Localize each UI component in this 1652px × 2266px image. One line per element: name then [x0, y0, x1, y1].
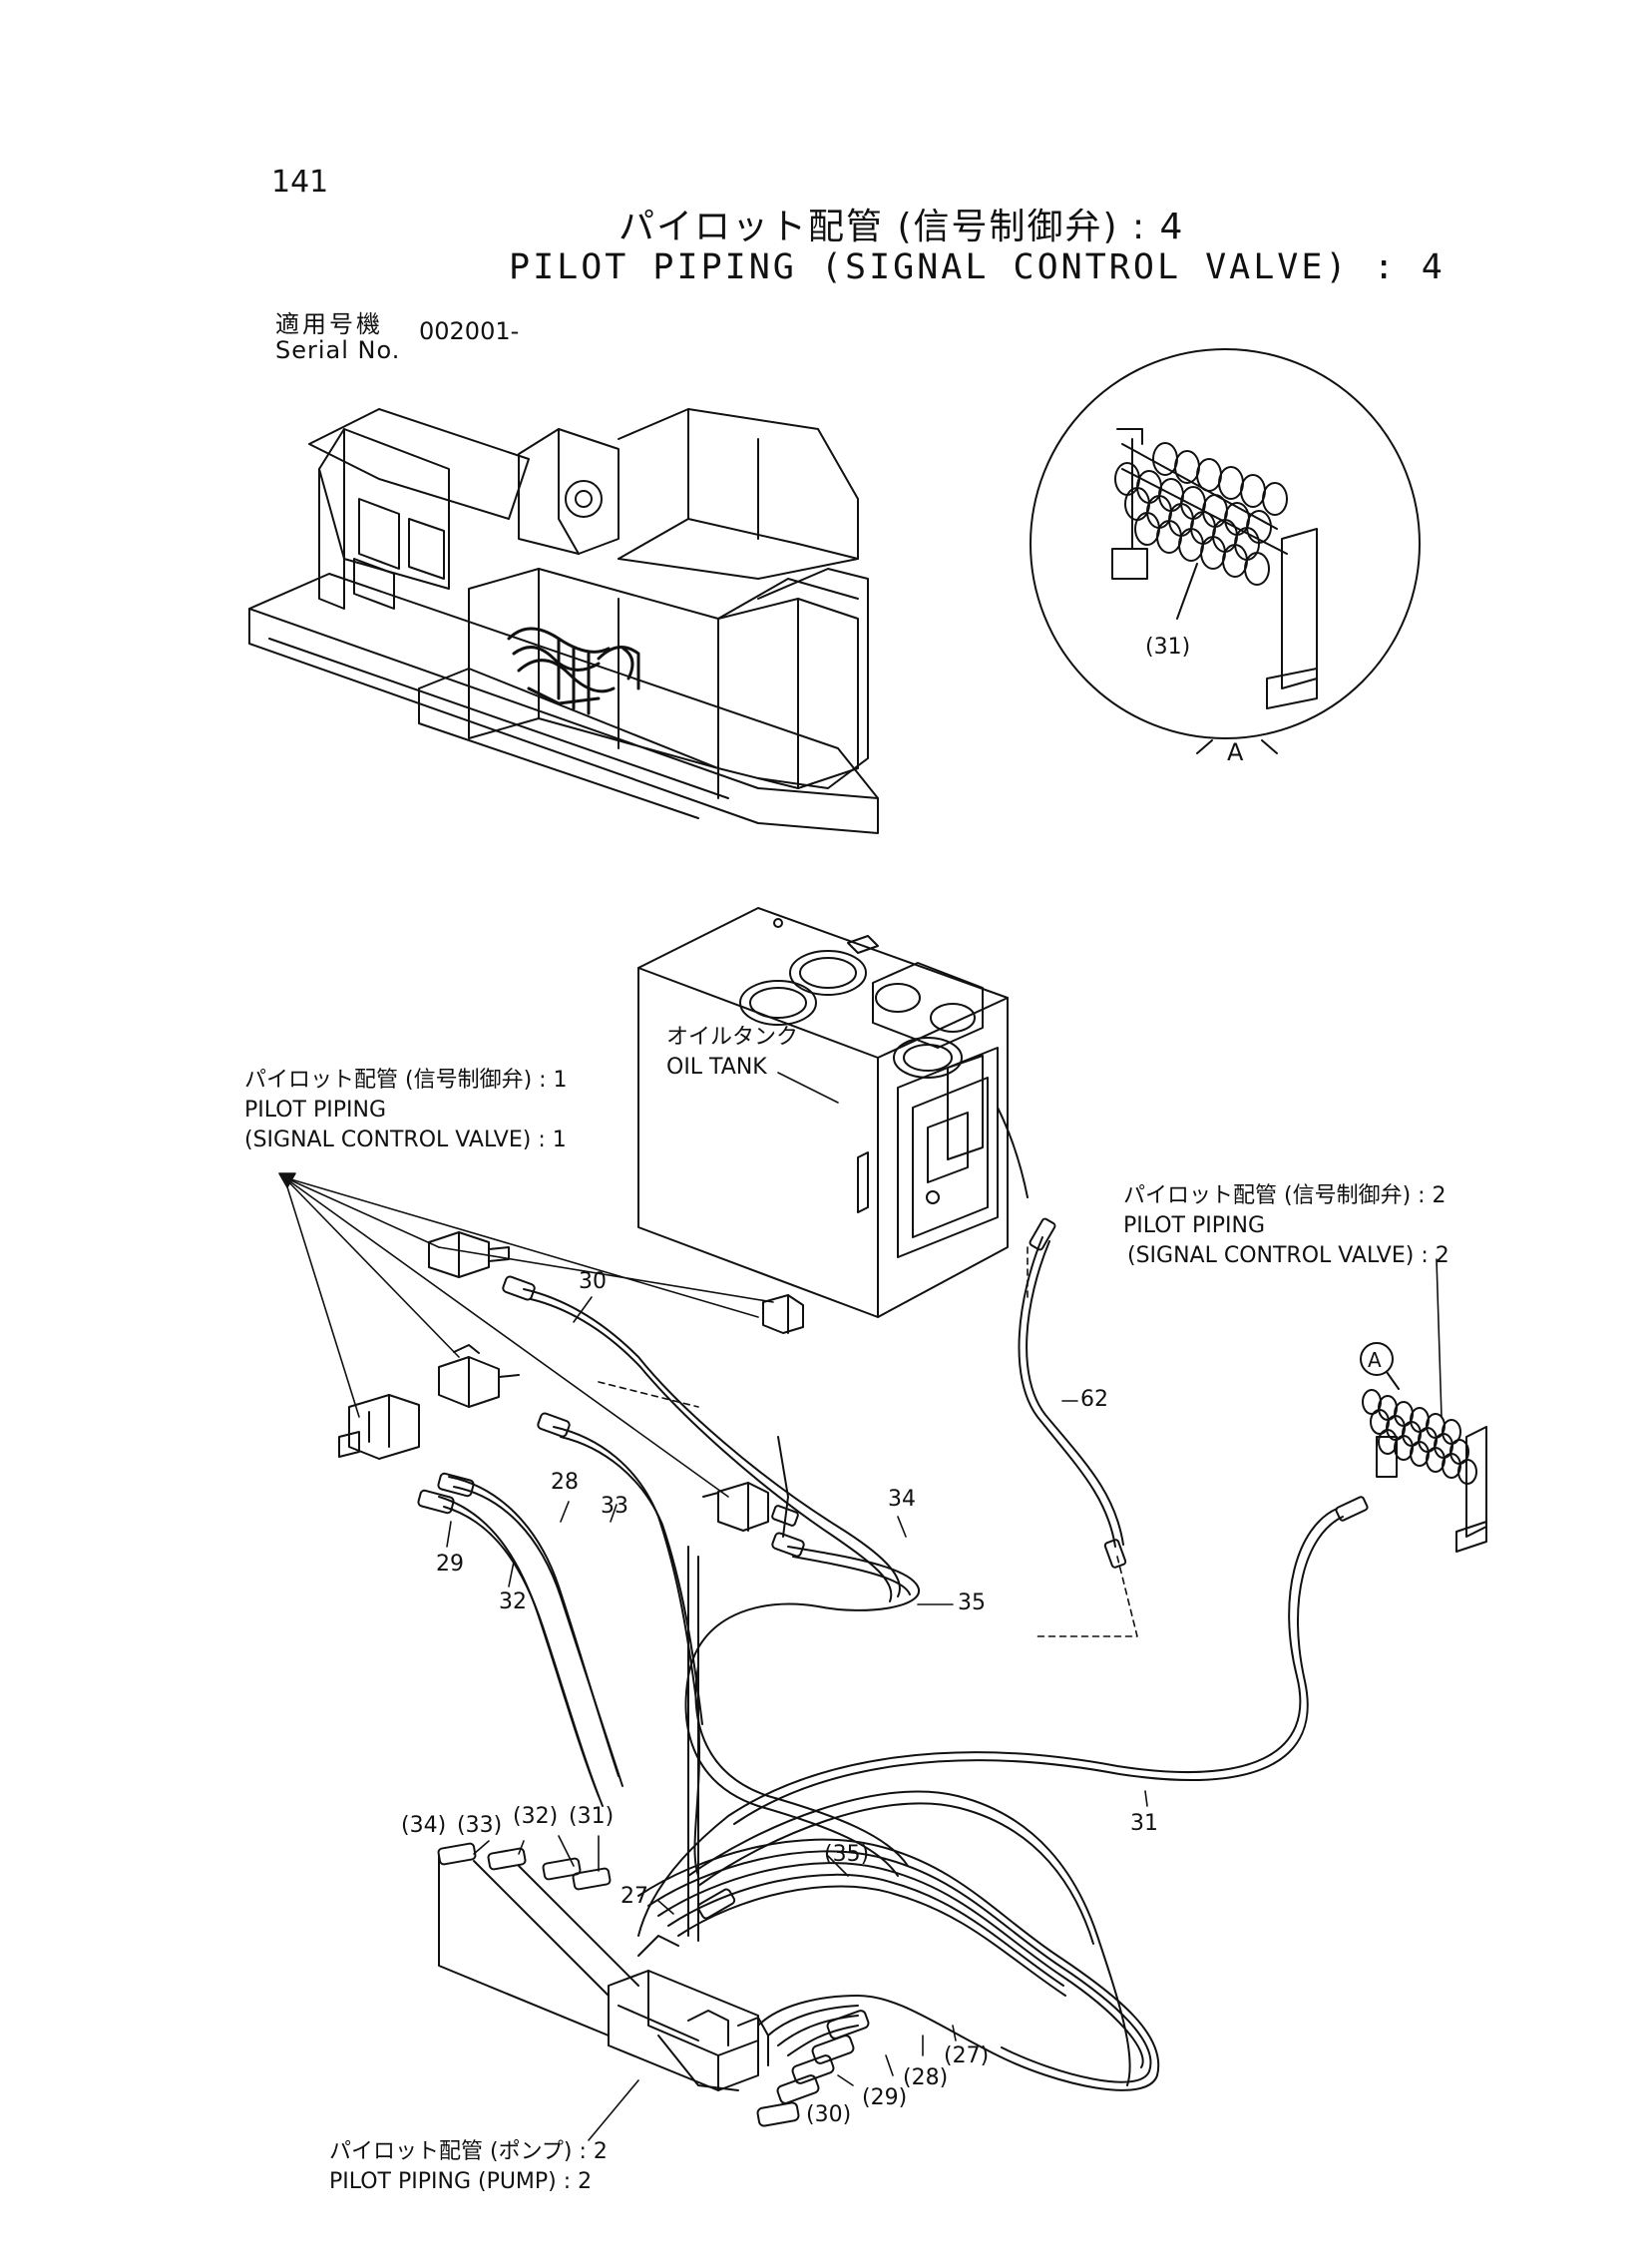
page-number: 141 — [271, 165, 329, 200]
detail-marker-a: A — [1368, 1348, 1382, 1372]
part-number-33: 33 — [601, 1494, 628, 1519]
pilot-control-valve — [438, 1843, 870, 2126]
ref-signal-valve-2-ja: パイロット配管 (信号制御弁) : 2 — [1123, 1183, 1446, 1208]
part-number-62: 62 — [1080, 1387, 1108, 1412]
ref-pump-2-ja: パイロット配管 (ポンプ) : 2 — [329, 2139, 608, 2164]
ref-signal-valve-1-en2: (SIGNAL CONTROL VALVE) : 1 — [244, 1128, 567, 1152]
title-english: PILOT PIPING (SIGNAL CONTROL VALVE) : 4 — [509, 247, 1446, 287]
part-number-30: 30 — [579, 1269, 607, 1294]
serial-label-japanese: 適用号機 — [275, 310, 383, 338]
part-number-29: 29 — [436, 1552, 464, 1577]
oil-tank-illustration — [638, 908, 1028, 1317]
part-number-31: 31 — [1130, 1811, 1158, 1836]
part-number-29-paren: (29) — [862, 2085, 908, 2110]
part-number-32: 32 — [499, 1589, 527, 1614]
detail-view-label: A — [1227, 738, 1244, 766]
part-number-27-paren: (27) — [944, 2043, 990, 2068]
leader-lines — [279, 1073, 1442, 2140]
ref-pump-2-en: PILOT PIPING (PUMP) : 2 — [329, 2169, 593, 2194]
detail-callout-31: (31) — [1145, 635, 1190, 660]
part-number-35-paren: (35) — [824, 1842, 870, 1867]
serial-number-value: 002001- — [419, 317, 520, 345]
serial-label-english: Serial No. — [275, 336, 401, 364]
ref-signal-valve-1-en1: PILOT PIPING — [244, 1098, 386, 1123]
ref-signal-valve-2-en1: PILOT PIPING — [1123, 1213, 1265, 1238]
part-number-28: 28 — [551, 1470, 579, 1495]
part-number-32-paren: (32) — [513, 1804, 559, 1829]
signal-control-valve-2 — [1361, 1343, 1486, 1552]
oil-tank-label-en: OIL TANK — [666, 1055, 767, 1080]
title-japanese: パイロット配管 (信号制御弁) : 4 — [619, 207, 1185, 247]
ref-signal-valve-2-en2: (SIGNAL CONTROL VALVE) : 2 — [1127, 1243, 1449, 1268]
machine-overview-illustration — [249, 409, 878, 833]
oil-tank-label-ja: オイルタンク — [666, 1025, 799, 1050]
part-number-31-paren: (31) — [569, 1804, 615, 1829]
part-number-35: 35 — [958, 1590, 986, 1615]
part-number-30-paren: (30) — [806, 2102, 852, 2127]
part-number-27: 27 — [620, 1884, 648, 1909]
signal-valve-blocks — [339, 1232, 803, 1531]
part-number-34: 34 — [888, 1487, 916, 1512]
part-number-33-paren: (33) — [457, 1813, 503, 1838]
pilot-hoses — [439, 1237, 1343, 2090]
detail-view-a — [1031, 349, 1420, 753]
part-number-34-paren: (34) — [401, 1813, 447, 1838]
ref-signal-valve-1-ja: パイロット配管 (信号制御弁) : 1 — [244, 1068, 568, 1093]
part-number-28-paren: (28) — [903, 2065, 949, 2090]
